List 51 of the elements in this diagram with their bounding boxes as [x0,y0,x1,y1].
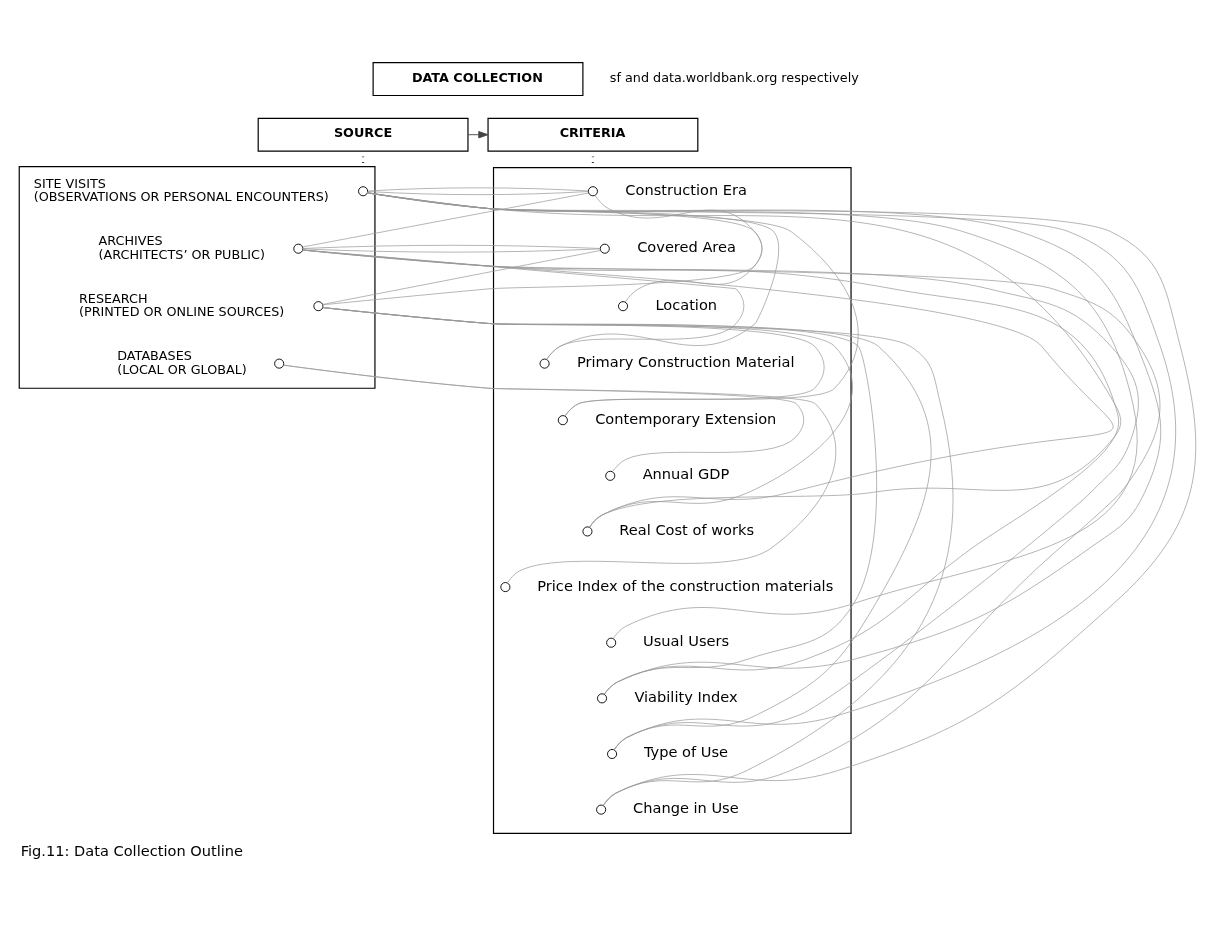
node-box: CRITERIA [487,117,699,152]
caption: Fig.11: Data Collection Outline [20,841,244,859]
connector [302,249,745,360]
node-label: (LOCAL OR GLOBAL) [117,361,247,377]
connector [367,186,589,195]
node-circle [596,804,607,815]
node-label: Annual GDP [642,464,730,482]
node-circle [618,300,629,311]
node-label: Type of Use [644,742,729,760]
node-label: Change in Use [633,798,739,816]
connector [283,364,837,583]
node-label: Contemporary Extension [595,409,777,427]
node-label: Viability Index [634,687,738,705]
node-circle [587,185,598,196]
label: sf and data.worldbank.org respectively [609,69,859,85]
node-label: RESEARCH [78,290,148,306]
node-box: DATA COLLECTION [372,61,584,96]
node-circle [605,470,616,481]
node-label: DATABASES [117,347,192,363]
node-circle [358,185,369,196]
node-circle [599,243,610,254]
connector [322,249,601,305]
node-label: Price Index of the construction materials [537,576,834,594]
node-label: ARCHIVES [98,232,163,248]
node-label: Construction Era [625,180,747,198]
node-circle [606,637,617,648]
node-circle [313,300,324,311]
node-circle [539,358,550,369]
node-circle [597,692,608,703]
arrow [467,130,489,138]
connector [302,192,589,247]
node-label: Usual Users [643,631,730,649]
node-label: Primary Construction Material [576,352,795,370]
node-circle [607,748,618,759]
node-label: (OBSERVATIONS OR PERSONAL ENCOUNTERS) [33,188,329,204]
cluster [492,166,852,834]
node-circle [582,525,593,536]
connector [302,244,601,252]
node-circle [500,581,511,592]
node-box: SOURCE [257,117,469,152]
node-label: Covered Area [637,237,736,255]
node-label: SITE VISITS [33,175,106,191]
cluster [18,165,376,389]
node-label: (PRINTED OR ONLINE SOURCES) [78,303,285,319]
connector [302,249,1113,528]
node-label: Real Cost of works [619,520,755,538]
node-circle [293,243,304,254]
node-circle [274,358,285,369]
node-label: (ARCHITECTS’ OR PUBLIC) [98,246,265,262]
node-label: Location [655,295,718,313]
node-circle [557,414,568,425]
